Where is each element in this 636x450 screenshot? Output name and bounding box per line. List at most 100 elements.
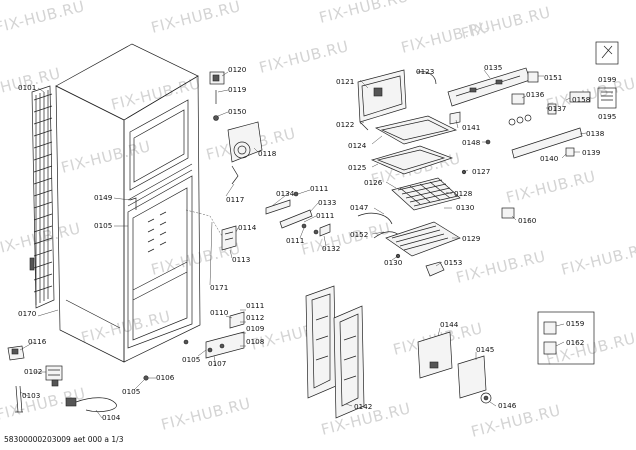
cover-strip	[511, 127, 583, 159]
part-label: 0119	[228, 85, 247, 94]
part-label: 0145	[476, 345, 495, 354]
part-label: 0171	[210, 283, 229, 292]
part-label: 0141	[462, 123, 481, 132]
part-label: 0111	[246, 301, 265, 310]
part-label: 0120	[228, 65, 247, 74]
part-label: 0140	[540, 154, 559, 163]
part-label: 0150	[228, 107, 247, 116]
part-label: 0117	[226, 195, 245, 204]
part-label: 0101	[18, 83, 37, 92]
probe-part	[129, 197, 137, 210]
switch-part	[527, 71, 539, 83]
part-label: 0127	[472, 167, 491, 176]
shelf-supports	[147, 211, 167, 253]
part-label: 0152	[350, 230, 369, 239]
part-label: 0148	[462, 138, 481, 147]
part-label: 0147	[350, 203, 369, 212]
document-icon-box	[597, 87, 617, 109]
part-label: 0129	[462, 234, 481, 243]
glass-shelf	[375, 115, 457, 145]
part-label: 0153	[444, 258, 463, 267]
sensor-box	[221, 225, 237, 251]
part-label: 0149	[94, 193, 113, 202]
part-label: 0137	[548, 104, 567, 113]
fitting-part	[425, 261, 445, 277]
part-label: 0103	[22, 391, 41, 400]
part-label: 0121	[336, 77, 355, 86]
part-label: 0104	[102, 413, 121, 422]
screw-part	[183, 339, 189, 345]
connector-part	[547, 103, 557, 115]
part-label: 0124	[348, 141, 367, 150]
side-panels	[305, 285, 365, 419]
part-label: 0125	[348, 163, 367, 172]
clip-part	[449, 111, 461, 125]
rail-parts	[265, 191, 331, 237]
part-label: 0134	[276, 189, 295, 198]
part-label: 0159	[566, 319, 585, 328]
cable-part	[15, 385, 23, 413]
part-label: 0108	[246, 337, 265, 346]
part-label: 0160	[518, 216, 537, 225]
bracket-parts	[205, 311, 245, 359]
lamp-holder	[508, 114, 532, 126]
part-label: 0111	[316, 211, 335, 220]
power-cord	[65, 397, 117, 412]
part-label: 0136	[526, 90, 545, 99]
part-label: 0130	[384, 258, 403, 267]
part-label: 0158	[572, 95, 591, 104]
part-label: 0139	[582, 148, 601, 157]
glass-shelf-2	[370, 145, 454, 175]
light-box	[417, 331, 492, 404]
part-label: 0170	[18, 309, 37, 318]
label-frame	[537, 311, 595, 365]
part-label: 0126	[364, 178, 383, 187]
part-label: 0151	[544, 73, 563, 82]
part-label: 0132	[322, 244, 341, 253]
back-panel	[357, 69, 407, 131]
lamp-part	[569, 91, 591, 103]
hinge-part	[45, 365, 63, 387]
screw-part	[143, 375, 149, 381]
part-label: 0199	[598, 75, 617, 84]
cable-part	[417, 71, 437, 85]
part-label: 0109	[246, 324, 265, 333]
part-label: 0128	[454, 189, 473, 198]
part-label: 0113	[232, 255, 251, 264]
wire-channel	[185, 209, 223, 237]
document-footer: 58300000203009 aet 000 a 1/3	[4, 435, 124, 444]
part-label: 0146	[498, 401, 517, 410]
part-label: 0111	[286, 236, 305, 245]
part-label: 0116	[28, 337, 47, 346]
leader-lines	[19, 69, 587, 419]
drain-tray	[385, 221, 461, 259]
part-label: 0118	[258, 149, 277, 158]
part-label: 0112	[246, 313, 265, 322]
evaporator	[391, 177, 461, 211]
part-label: 0195	[598, 112, 617, 121]
part-label: 0111	[310, 184, 329, 193]
part-label: 0135	[484, 63, 503, 72]
part-label: 0130	[456, 203, 475, 212]
switch-part	[511, 93, 525, 105]
part-label: 0105	[122, 387, 141, 396]
part-label: 0138	[586, 129, 605, 138]
part-label: 0122	[336, 120, 355, 129]
thermostat-unit	[209, 71, 263, 185]
holder-part	[501, 207, 515, 219]
part-label: 0106	[156, 373, 175, 382]
clip-part	[565, 147, 575, 157]
part-label: 0105	[182, 355, 201, 364]
cover-part	[7, 345, 25, 361]
part-label: 0162	[566, 338, 585, 347]
part-label: 0133	[318, 198, 337, 207]
condenser-coil	[29, 85, 55, 309]
part-label: 0142	[354, 402, 373, 411]
tool-icon-box	[595, 41, 619, 65]
part-label: 0144	[440, 320, 459, 329]
part-label: 0102	[24, 367, 43, 376]
part-label: 0114	[238, 223, 257, 232]
part-label: 0110	[210, 308, 229, 317]
